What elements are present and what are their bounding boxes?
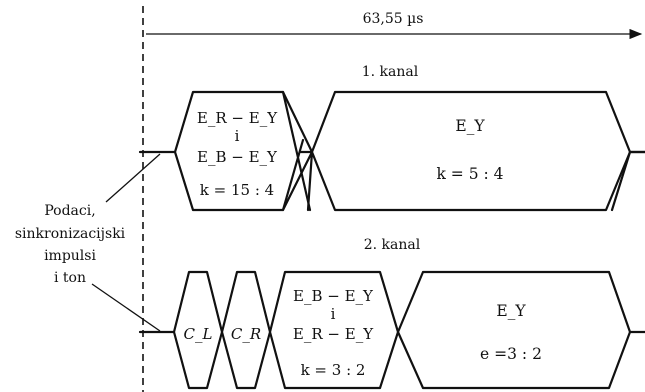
ch2-block1-line1: E_B − E_Y xyxy=(293,287,374,305)
ch2-cl-label: C_L xyxy=(184,325,213,343)
leader-line-top xyxy=(105,153,161,203)
ch2-cr-label: C_R xyxy=(231,325,261,343)
side-label-line2: sinkronizacijski xyxy=(15,226,126,242)
ch2-block1-line3: E_R − E_Y xyxy=(293,325,374,343)
channel1-trail xyxy=(610,150,645,212)
leader-line-bottom xyxy=(91,283,161,332)
ch1-block1-line2: i xyxy=(235,127,240,145)
channel2-waveform xyxy=(138,270,645,390)
channel1-cross xyxy=(281,90,312,212)
side-label-line1: Podaci, xyxy=(44,203,95,219)
ch1-block2-line1: E_Y xyxy=(455,117,485,135)
period-label: 63,55 µs xyxy=(363,11,424,27)
ch1-block1-line4: k = 15 : 4 xyxy=(200,181,274,199)
ch2-block2-line2: e =3 : 2 xyxy=(480,345,542,363)
ch2-block1-line2: i xyxy=(331,305,336,323)
ch1-block1-line3: E_B − E_Y xyxy=(197,148,278,166)
channel1-waveform xyxy=(138,90,645,212)
ch2-block2-line1: E_Y xyxy=(496,302,526,320)
side-label-line4: i ton xyxy=(54,270,86,286)
side-label-line3: impulsi xyxy=(44,248,96,264)
ch2-block1-line4: k = 3 : 2 xyxy=(301,361,366,379)
channel1-title: 1. kanal xyxy=(362,64,419,80)
ch1-block2-line2: k = 5 : 4 xyxy=(436,165,503,183)
ch1-block1-line1: E_R − E_Y xyxy=(197,109,278,127)
channel2-title: 2. kanal xyxy=(364,237,421,253)
